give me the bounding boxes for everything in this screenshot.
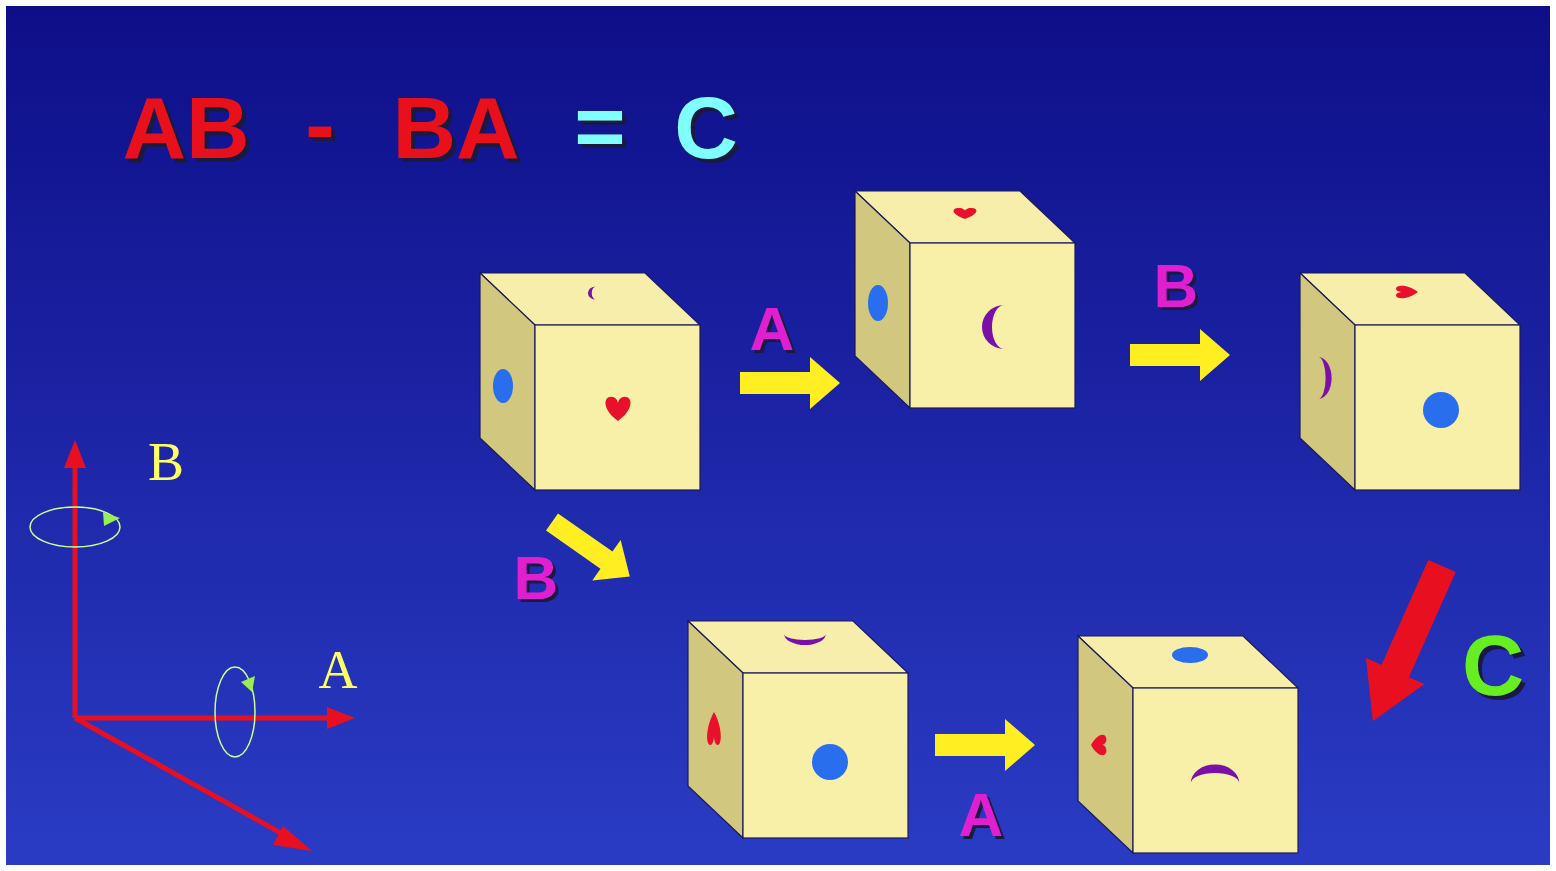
cube-side-face xyxy=(1300,273,1355,490)
rotation-label: A xyxy=(959,784,1004,846)
cube xyxy=(1300,273,1520,490)
face-symbol xyxy=(784,634,826,645)
rotation-label: B xyxy=(514,547,559,609)
axis-label: A xyxy=(319,643,358,697)
axis-system xyxy=(215,667,255,757)
axis-system xyxy=(103,512,120,526)
cube xyxy=(688,621,908,838)
equation-term: C xyxy=(674,84,738,172)
axis-system xyxy=(73,465,78,718)
result-label: C xyxy=(1462,622,1524,708)
cube-front-face xyxy=(1355,325,1520,490)
face-symbol xyxy=(605,397,630,421)
face-symbol xyxy=(1172,647,1208,663)
axis-system xyxy=(273,826,312,851)
cube xyxy=(855,191,1075,408)
axis-system xyxy=(30,440,355,851)
face-symbol xyxy=(1396,286,1418,299)
cube-front-face xyxy=(910,243,1075,408)
equation-term: AB xyxy=(122,84,249,172)
face-symbol xyxy=(588,286,596,299)
rotation-arrow xyxy=(740,357,840,409)
axis-system xyxy=(64,440,86,468)
rotation-label: B xyxy=(1154,255,1199,317)
axis-system xyxy=(241,676,255,692)
axis-system xyxy=(75,718,288,837)
face-symbol xyxy=(954,208,977,219)
rotation-arrow xyxy=(935,719,1035,771)
cube-side-face xyxy=(1078,636,1133,853)
face-symbol xyxy=(707,712,721,745)
cube-front-face xyxy=(535,325,700,490)
rotation-arrow xyxy=(538,329,1471,771)
face-symbol xyxy=(1091,735,1106,756)
cube xyxy=(1078,636,1298,853)
face-symbol xyxy=(1318,357,1331,399)
axis-system xyxy=(327,707,355,729)
face-symbol xyxy=(868,285,888,321)
cube-side-face xyxy=(480,273,535,490)
cube-side-face xyxy=(855,191,910,408)
cube-front-face xyxy=(743,673,908,838)
cube xyxy=(480,273,700,490)
equation-operator: = xyxy=(574,82,625,170)
cube-side-face xyxy=(688,621,743,838)
face-symbol xyxy=(1191,764,1239,783)
face-symbol xyxy=(982,305,1004,349)
background xyxy=(6,6,1550,865)
face-symbol xyxy=(493,369,513,403)
rotation-arrow xyxy=(1130,329,1230,381)
cube-front-face xyxy=(1133,688,1298,853)
equation-operator: - xyxy=(305,80,334,168)
rotation-label: A xyxy=(750,298,795,360)
face-symbol xyxy=(812,744,848,780)
face-symbol xyxy=(493,208,1459,783)
axis-label: B xyxy=(148,435,184,489)
equation-term: BA xyxy=(392,84,519,172)
face-symbol xyxy=(1423,392,1459,428)
axis-system xyxy=(30,507,120,547)
rotation-arrow xyxy=(1344,553,1472,734)
cube xyxy=(480,191,1520,853)
axis-system xyxy=(75,716,330,721)
